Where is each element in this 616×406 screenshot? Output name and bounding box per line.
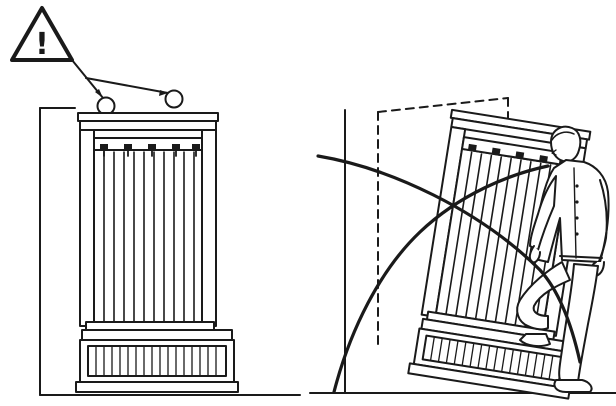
warning-pointer-lines <box>72 60 168 98</box>
wall-anchor-right <box>166 91 183 108</box>
warning-glyph: ! <box>35 27 49 62</box>
wall-anchor-left <box>98 98 115 115</box>
hall-tree-upright <box>76 113 238 392</box>
warning-triangle-icon: ! <box>12 8 72 62</box>
